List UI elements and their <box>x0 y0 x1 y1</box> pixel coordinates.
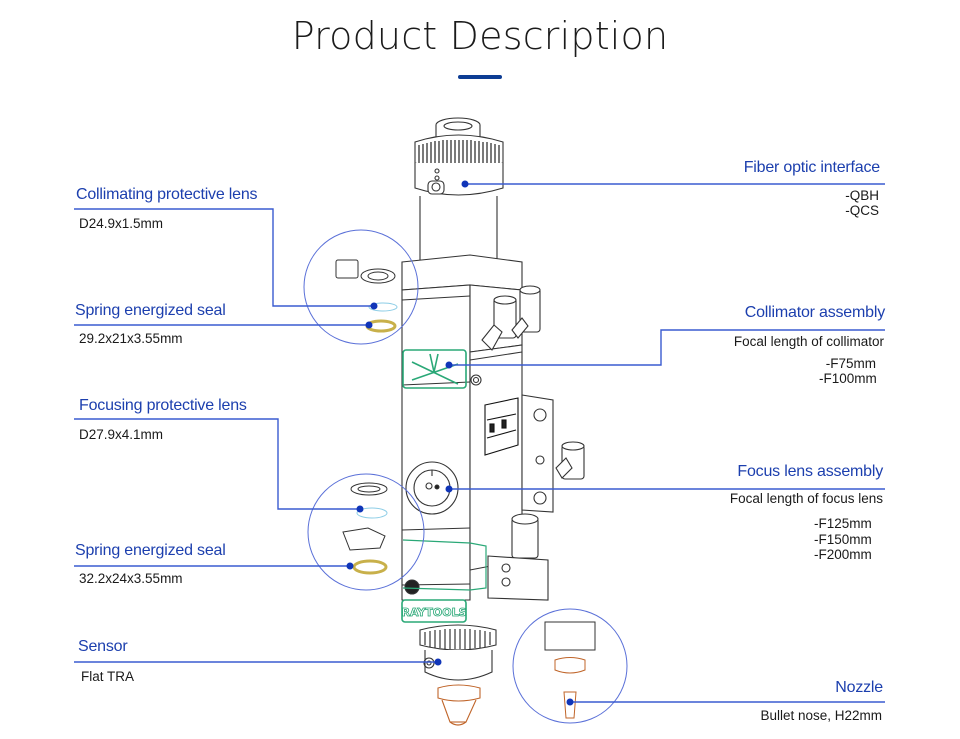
callout-focusing-lens-title: Focusing protective lens <box>79 397 247 414</box>
collimator-block <box>401 254 523 601</box>
detail-parts <box>335 259 596 719</box>
callout-collimator-spec-2: -F100mm <box>819 371 877 386</box>
brand-plate <box>401 599 467 623</box>
sensor-body <box>419 624 497 681</box>
callout-nozzle-title: Nozzle <box>835 679 883 696</box>
callout-collimator-spec-1: -F75mm <box>825 356 876 371</box>
callout-fiber-interface-spec-2: -QCS <box>845 203 879 218</box>
collimating-detail-circle <box>303 229 419 345</box>
callout-nozzle-desc: Bullet nose, H22mm <box>760 708 882 723</box>
callout-focus-lens-spec-2: -F150mm <box>814 532 872 547</box>
green-markings <box>401 349 487 623</box>
air-fittings <box>481 285 541 351</box>
callout-spring-seal-2-title: Spring energized seal <box>75 542 226 559</box>
callout-focus-lens-title: Focus lens assembly <box>737 463 883 480</box>
callout-collimating-lens-spec: D24.9x1.5mm <box>79 216 164 231</box>
callout-spring-seal-1-spec: 29.2x21x3.55mm <box>79 331 183 346</box>
detail-circles <box>303 229 628 724</box>
callout-sensor-title: Sensor <box>78 638 128 655</box>
fiber-optic-interface-part <box>414 117 504 271</box>
callout-collimator-desc: Focal length of collimator <box>733 334 884 349</box>
laser-head-illustration <box>401 117 585 726</box>
callout-sensor-spec: Flat TRA <box>81 669 135 684</box>
leader-dots <box>346 180 574 706</box>
leader-collimating-lens <box>74 208 374 307</box>
callout-focus-lens-spec-1: -F125mm <box>814 516 872 531</box>
focusing-detail-circle <box>307 473 425 591</box>
callout-focusing-lens-spec: D27.9x4.1mm <box>79 427 164 442</box>
brand-plate-text: RAYTOOLS <box>401 606 466 619</box>
leader-collimator <box>449 329 885 366</box>
side-bracket <box>521 394 585 513</box>
callout-collimator-title: Collimator assembly <box>744 304 885 321</box>
callout-focus-lens-desc: Focal length of focus lens <box>729 491 883 506</box>
page-title: Product Description <box>291 14 669 58</box>
callout-fiber-interface-spec-1: -QBH <box>845 188 879 203</box>
nozzle-part <box>437 684 481 726</box>
title-underline <box>458 75 502 79</box>
xy-adjust-plate <box>402 349 467 389</box>
lower-sleeve <box>404 513 549 601</box>
callout-fiber-interface-title: Fiber optic interface <box>743 159 881 176</box>
callout-spring-seal-2-spec: 32.2x24x3.55mm <box>79 571 183 586</box>
leader-focusing-lens <box>74 418 360 510</box>
nozzle-detail-circle <box>512 608 628 724</box>
spec-plate <box>484 397 519 456</box>
callout-collimating-lens-title: Collimating protective lens <box>76 186 258 203</box>
callout-spring-seal-1-title: Spring energized seal <box>75 302 226 319</box>
focus-adjust-dial <box>405 461 459 515</box>
callout-focus-lens-spec-3: -F200mm <box>814 547 872 562</box>
leader-lines <box>74 183 885 703</box>
